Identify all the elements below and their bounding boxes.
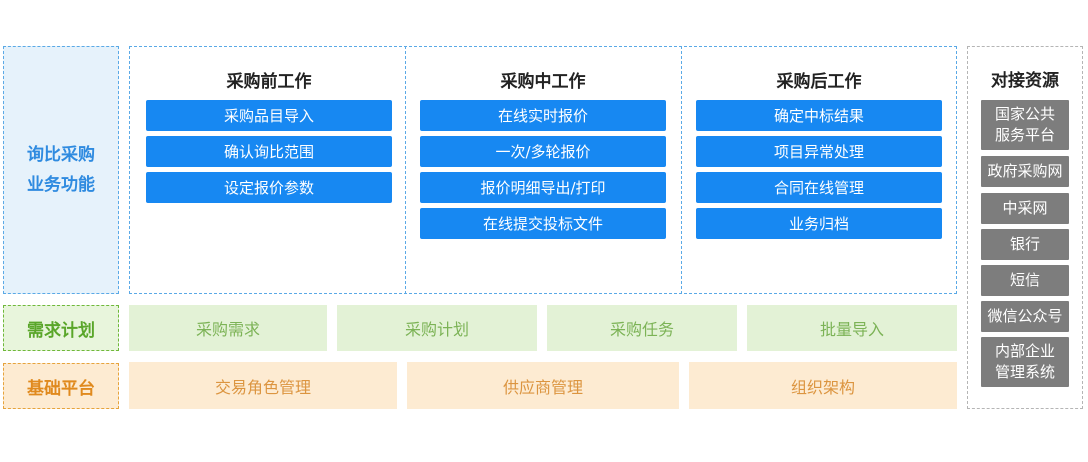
base-platform-label: 基础平台	[3, 363, 119, 409]
column-title-mid: 采购中工作	[500, 72, 586, 92]
business-function-label-box: 询比采购 业务功能	[3, 46, 119, 294]
post-item[interactable]: 项目异常处理	[696, 136, 942, 167]
demand-plan-label: 需求计划	[3, 305, 119, 351]
pre-item[interactable]: 设定报价参数	[146, 172, 392, 203]
base-cell[interactable]: 交易角色管理	[129, 362, 397, 409]
demand-cell[interactable]: 采购需求	[129, 305, 327, 351]
mid-item[interactable]: 在线提交投标文件	[420, 208, 666, 239]
pre-item[interactable]: 确认询比范围	[146, 136, 392, 167]
base-cell[interactable]: 组织架构	[689, 362, 957, 409]
resource-item[interactable]: 微信公众号	[981, 301, 1069, 332]
resource-item[interactable]: 银行	[981, 229, 1069, 260]
pre-item[interactable]: 采购品目导入	[146, 100, 392, 131]
post-item[interactable]: 业务归档	[696, 208, 942, 239]
demand-cell[interactable]: 采购计划	[337, 305, 537, 351]
demand-cell[interactable]: 批量导入	[747, 305, 957, 351]
column-divider	[405, 46, 406, 294]
business-function-label: 询比采购 业务功能	[27, 145, 95, 195]
post-item[interactable]: 确定中标结果	[696, 100, 942, 131]
resources-title: 对接资源	[991, 71, 1059, 91]
base-cell[interactable]: 供应商管理	[407, 362, 679, 409]
column-title-pre: 采购前工作	[226, 72, 312, 92]
column-title-post: 采购后工作	[776, 72, 862, 92]
resource-item[interactable]: 政府采购网	[981, 156, 1069, 187]
resource-item[interactable]: 内部企业 管理系统	[981, 337, 1069, 387]
mid-item[interactable]: 在线实时报价	[420, 100, 666, 131]
mid-item[interactable]: 报价明细导出/打印	[420, 172, 666, 203]
mid-item[interactable]: 一次/多轮报价	[420, 136, 666, 167]
post-item[interactable]: 合同在线管理	[696, 172, 942, 203]
resource-item[interactable]: 国家公共 服务平台	[981, 100, 1069, 150]
procurement-process-box	[129, 46, 957, 294]
demand-cell[interactable]: 采购任务	[547, 305, 737, 351]
resource-item[interactable]: 短信	[981, 265, 1069, 296]
resource-item[interactable]: 中采网	[981, 193, 1069, 224]
column-divider	[681, 46, 682, 294]
